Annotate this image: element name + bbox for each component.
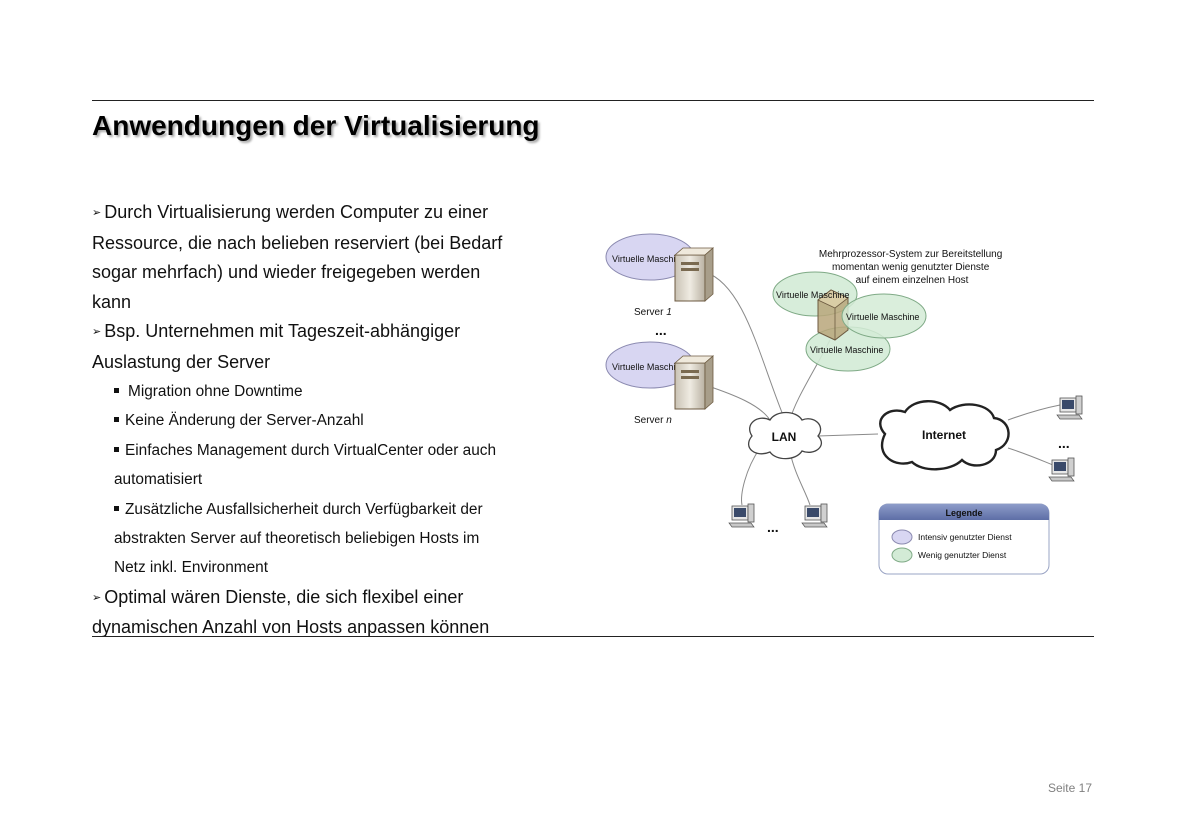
server-n-label: Server n	[634, 415, 672, 426]
vm-bubble-low	[841, 293, 927, 339]
legend-low-label: Wenig genutzter Dienst	[918, 550, 1007, 560]
sub-bullet-server-count: Keine Änderung der Server-Anzahl	[92, 406, 586, 435]
bottom-divider	[92, 636, 1094, 637]
bullet-3: ➢Optimal wären Dienste, die sich flexibe…	[92, 586, 490, 638]
ellipsis-label: ...	[767, 519, 779, 535]
arrow-bullet-icon: ➢	[92, 326, 102, 338]
server-icon	[817, 289, 849, 341]
bullet-2: ➢Bsp. Unternehmen mit Tageszeit-abhängig…	[92, 321, 461, 372]
page-title: Anwendungen der Virtualisierung	[92, 110, 540, 141]
multiprocessor-caption: Mehrprozessor-System zur Bereitstellung …	[819, 249, 1005, 286]
vm-label: Virtuelle Maschine	[776, 290, 849, 300]
page-number: Seite 17	[1047, 781, 1092, 795]
server-1-label: Server 1	[634, 307, 672, 318]
lan-label: LAN	[772, 430, 797, 444]
square-bullet-icon	[114, 505, 119, 511]
vm-label: Virtuelle Maschine	[810, 345, 883, 355]
arrow-bullet-icon: ➢	[92, 591, 102, 604]
legend-swatch-low	[891, 547, 913, 563]
square-bullet-icon	[114, 446, 119, 452]
vm-label: Virtuelle Maschine	[846, 312, 919, 322]
vm-label: Virtuelle Maschine	[612, 254, 685, 264]
sub-bullet-availability: Zusätzliche Ausfallsicherheit durch Verf…	[114, 500, 483, 577]
vm-label: Virtuelle Maschine	[612, 362, 685, 372]
server-icon	[673, 247, 715, 302]
sub-bullet-management: Einfaches Management durch VirtualCenter…	[114, 441, 497, 489]
legend: Legende Intensiv genutzter Dienst Wenig …	[878, 503, 1050, 575]
arrow-bullet-icon: ➢	[92, 207, 102, 219]
sub-bullet-migration: Migration ohne Downtime	[92, 377, 586, 406]
legend-intensive-label: Intensiv genutzter Dienst	[918, 532, 1012, 542]
bullet-1: ➢Durch Virtualisierung werden Computer z…	[92, 202, 503, 312]
square-bullet-icon	[114, 417, 119, 423]
virtualization-diagram: Virtuelle Maschine Server 1 ... Virtuell…	[605, 233, 1083, 575]
legend-title: Legende	[945, 508, 982, 518]
server-icon	[673, 355, 715, 410]
ellipsis-label: ...	[1058, 435, 1070, 451]
lan-cloud-icon	[747, 411, 823, 460]
square-bullet-icon	[114, 388, 119, 393]
top-divider	[92, 100, 1094, 101]
internet-label: Internet	[922, 428, 966, 442]
content-text: ➢Durch Virtualisierung werden Computer z…	[92, 198, 586, 643]
internet-cloud-icon	[879, 400, 1010, 471]
legend-swatch-intensive	[891, 529, 913, 545]
ellipsis-label: ...	[655, 322, 667, 338]
